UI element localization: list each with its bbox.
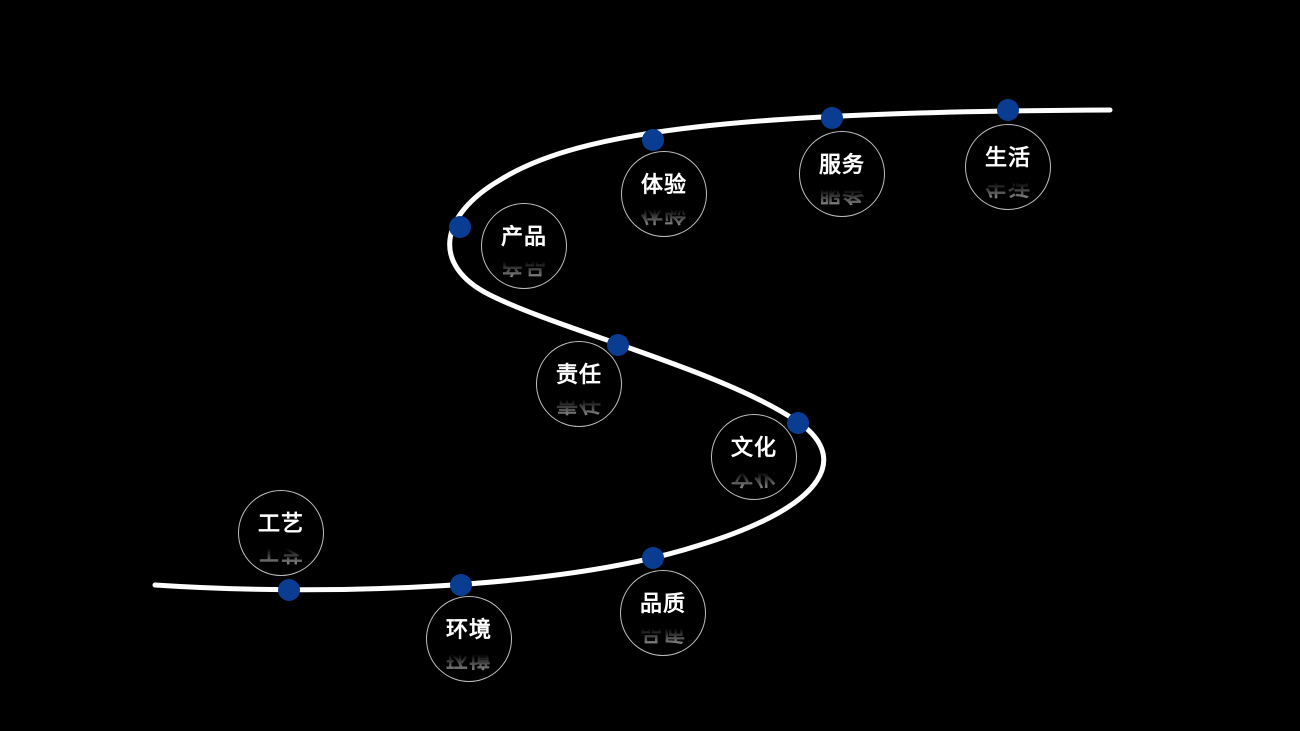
node-reflection-pinzhi: 品质 <box>639 619 686 644</box>
node-reflection-fuwu: 服务 <box>818 180 865 205</box>
marker-wenhua <box>787 412 809 434</box>
marker-zeren <box>607 334 629 356</box>
node-gongyi: 工艺 工艺 <box>238 490 324 576</box>
node-label-chanpin: 产品 <box>500 225 547 250</box>
node-label-pinzhi: 品质 <box>639 592 686 617</box>
node-fuwu: 服务 服务 <box>799 131 885 217</box>
node-label-wenhua: 文化 <box>730 436 777 461</box>
marker-huanjing <box>450 574 472 596</box>
node-tiyan: 体验 体验 <box>621 151 707 237</box>
marker-gongyi <box>278 579 300 601</box>
node-reflection-gongyi: 工艺 <box>257 539 304 564</box>
node-zeren: 责任 责任 <box>536 341 622 427</box>
node-reflection-huanjing: 环境 <box>445 645 492 670</box>
marker-tiyan <box>642 129 664 151</box>
marker-chanpin <box>449 216 471 238</box>
node-shenghuo: 生活 生活 <box>965 124 1051 210</box>
node-label-huanjing: 环境 <box>445 618 492 643</box>
node-reflection-chanpin: 产品 <box>500 252 547 277</box>
s-curve-path <box>152 107 1113 593</box>
node-label-fuwu: 服务 <box>818 153 865 178</box>
node-reflection-wenhua: 文化 <box>730 463 777 488</box>
node-label-shenghuo: 生活 <box>984 146 1031 171</box>
curve-markers <box>278 99 1019 601</box>
marker-shenghuo <box>997 99 1019 121</box>
node-pinzhi: 品质 品质 <box>620 570 706 656</box>
node-chanpin: 产品 产品 <box>481 203 567 289</box>
node-reflection-shenghuo: 生活 <box>984 173 1031 198</box>
node-wenhua: 文化 文化 <box>711 414 797 500</box>
node-label-gongyi: 工艺 <box>257 512 304 537</box>
marker-fuwu <box>821 107 843 129</box>
node-huanjing: 环境 环境 <box>426 596 512 682</box>
marker-pinzhi <box>642 547 664 569</box>
node-reflection-zeren: 责任 <box>555 390 602 415</box>
node-reflection-tiyan: 体验 <box>640 200 687 225</box>
node-label-zeren: 责任 <box>555 363 602 388</box>
node-label-tiyan: 体验 <box>640 173 687 198</box>
